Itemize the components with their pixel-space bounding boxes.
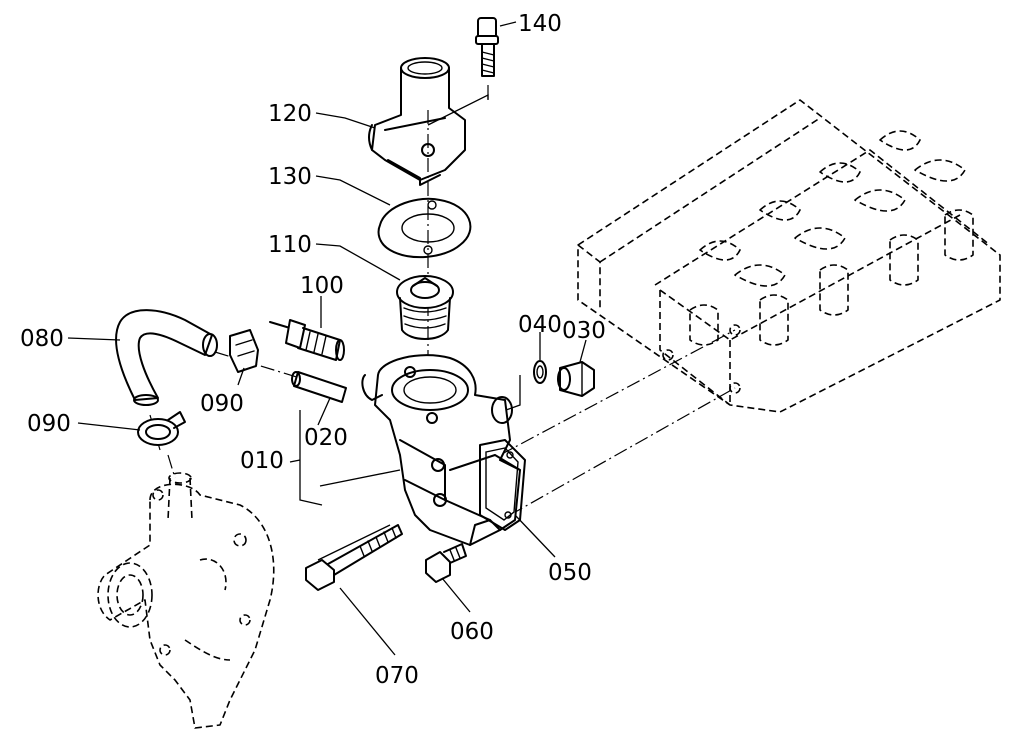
part-090-clip-upper[interactable] [229,329,259,373]
cylinder-head-outline [577,99,1001,413]
label-100: 100 [300,273,344,299]
label-020: 020 [304,425,348,451]
label-010: 010 [240,448,284,474]
part-labels: 140 120 130 110 100 080 040 030 090 090 … [20,11,606,689]
label-130: 130 [268,164,312,190]
label-060: 060 [450,619,494,645]
label-110: 110 [268,232,312,258]
part-070-long-bolt[interactable] [305,524,403,591]
label-140: 140 [518,11,562,37]
label-070: 070 [375,663,419,689]
water-pump-outline [97,472,275,729]
label-080: 080 [20,326,64,352]
label-090-upper: 090 [200,391,244,417]
part-140-bolt[interactable] [475,17,499,77]
label-120: 120 [268,101,312,127]
part-030-plug[interactable] [557,361,595,397]
leader-lines [67,21,587,656]
part-100-sensor[interactable] [269,319,345,361]
part-040-washer[interactable] [533,360,547,384]
part-110-thermostat[interactable] [396,275,454,340]
label-040: 040 [518,312,562,338]
part-060-bolt[interactable] [425,543,467,583]
label-030: 030 [562,318,606,344]
part-080-hose[interactable] [114,309,218,406]
part-020-pipe[interactable] [291,371,347,403]
part-130-gasket[interactable] [377,197,472,259]
label-050: 050 [548,560,592,586]
label-090-lower: 090 [27,411,71,437]
part-090-clip-lower[interactable] [137,411,186,446]
part-120-thermostat-cover[interactable] [368,57,466,186]
part-010-thermostat-housing[interactable] [361,354,521,546]
